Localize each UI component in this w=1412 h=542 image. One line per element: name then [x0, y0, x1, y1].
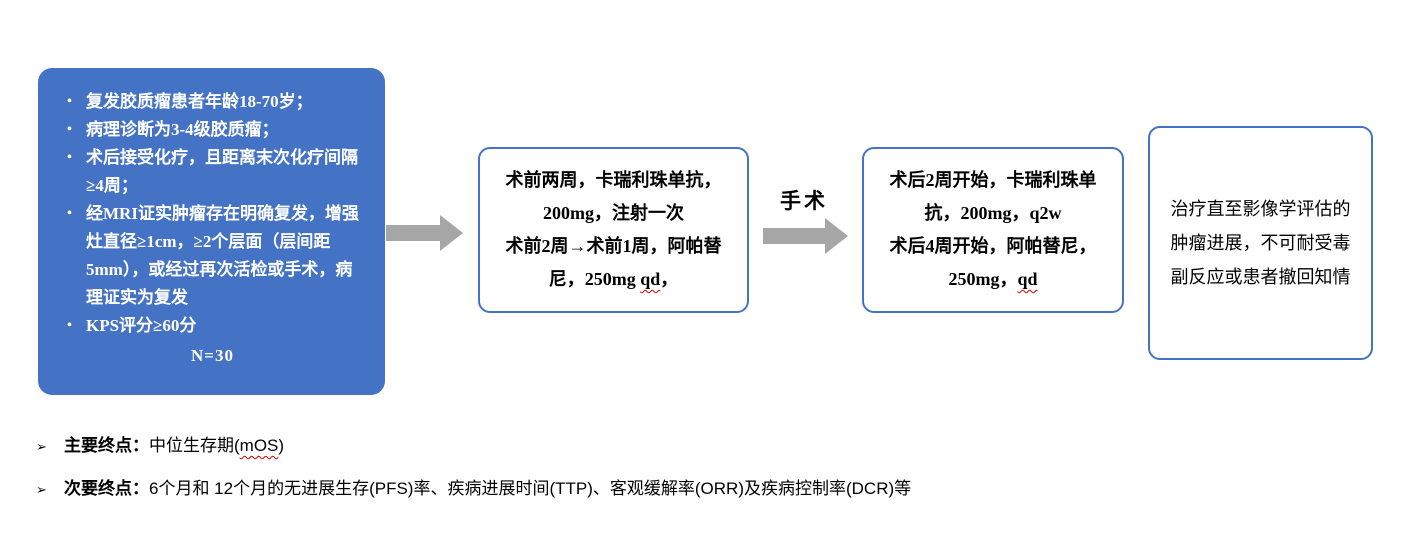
inclusion-criterion-5: • KPS评分≥60分 — [64, 312, 361, 340]
secondary-endpoint-row: ➢ 次要终点：6个月和 12个月的无进展生存(PFS)率、疾病进展时间(TTP)… — [36, 476, 911, 503]
flow-arrow-1 — [386, 215, 463, 251]
primary-endpoint: 主要终点：中位生存期(mOS) — [64, 433, 284, 459]
primary-endpoint-row: ➢ 主要终点：中位生存期(mOS) — [36, 433, 911, 460]
secondary-endpoint: 次要终点：6个月和 12个月的无进展生存(PFS)率、疾病进展时间(TTP)、客… — [64, 476, 911, 502]
inclusion-criterion-1-text: 复发胶质瘤患者年龄18-70岁； — [86, 92, 313, 111]
inclusion-criterion-1: • 复发胶质瘤患者年龄18-70岁； — [64, 88, 361, 116]
primary-endpoint-code: mOS — [239, 436, 279, 455]
continuation-box: 治疗直至影像学评估的肿瘤进展，不可耐受毒副反应或患者撤回知情 — [1148, 126, 1373, 360]
continuation-text: 治疗直至影像学评估的肿瘤进展，不可耐受毒副反应或患者撤回知情 — [1170, 199, 1351, 287]
pre-surgery-line-1: 术前两周，卡瑞利珠单抗，200mg，注射一次 — [492, 164, 735, 230]
primary-endpoint-text: 中位生存期( — [149, 436, 240, 455]
inclusion-criterion-3-text: 术后接受化疗，且距离末次化疗间隔≥4周； — [86, 148, 358, 195]
bullet-marker: • — [67, 206, 72, 221]
endpoints-section: ➢ 主要终点：中位生存期(mOS) ➢ 次要终点：6个月和 12个月的无进展生存… — [36, 433, 911, 519]
inclusion-criteria-box: • 复发胶质瘤患者年龄18-70岁； • 病理诊断为3-4级胶质瘤； • 术后接… — [38, 68, 385, 395]
bullet-marker: • — [67, 94, 72, 109]
pre-surgery-line-2: 术前2周→术前1周，阿帕替尼，250mg qd， — [492, 230, 735, 296]
primary-endpoint-close: ) — [278, 436, 285, 455]
post-surgery-line-1-text: 术后2周开始，卡瑞利珠单抗，200mg，q2w — [889, 170, 1097, 223]
inclusion-criterion-5-text: KPS评分≥60分 — [86, 316, 197, 335]
inclusion-criterion-2-text: 病理诊断为3-4级胶质瘤； — [86, 120, 279, 139]
post-surgery-treatment-box: 术后2周开始，卡瑞利珠单抗，200mg，q2w 术后4周开始，阿帕替尼，250m… — [862, 147, 1124, 313]
bullet-marker: • — [67, 318, 72, 333]
inclusion-criteria-list: • 复发胶质瘤患者年龄18-70岁； • 病理诊断为3-4级胶质瘤； • 术后接… — [64, 88, 361, 340]
arrowhead-marker: ➢ — [36, 482, 47, 497]
inclusion-criterion-2: • 病理诊断为3-4级胶质瘤； — [64, 116, 361, 144]
pre-surgery-treatment-box: 术前两周，卡瑞利珠单抗，200mg，注射一次 术前2周→术前1周，阿帕替尼，25… — [478, 147, 749, 313]
sample-size: N=30 — [191, 346, 234, 365]
post-surgery-line-2-text: 术后4周开始，阿帕替尼，250mg， — [889, 236, 1097, 289]
surgery-label: 手术 — [780, 189, 828, 213]
secondary-endpoint-label: 次要终点： — [64, 479, 149, 498]
post-surgery-line-2: 术后4周开始，阿帕替尼，250mg，qd — [876, 230, 1110, 296]
secondary-endpoint-text: 6个月和 12个月的无进展生存(PFS)率、疾病进展时间(TTP)、客观缓解率(… — [149, 479, 912, 498]
arrowhead-marker: ➢ — [36, 439, 47, 454]
inclusion-criterion-3: • 术后接受化疗，且距离末次化疗间隔≥4周； — [64, 144, 361, 200]
pre-surgery-line-2-tail: ， — [660, 269, 679, 289]
inclusion-criterion-4-text: 经MRI证实肿瘤存在明确复发，增强灶直径≥1cm，≥2个层面（层间距5mm），或… — [86, 204, 359, 307]
post-surgery-line-1: 术后2周开始，卡瑞利珠单抗，200mg，q2w — [876, 164, 1110, 230]
post-surgery-dose-code: qd — [1017, 269, 1038, 289]
pre-surgery-line-2-text: 术前2周→术前1周，阿帕替尼，250mg — [505, 236, 722, 289]
bullet-marker: • — [67, 150, 72, 165]
inclusion-criterion-4: • 经MRI证实肿瘤存在明确复发，增强灶直径≥1cm，≥2个层面（层间距5mm）… — [64, 200, 361, 312]
flow-arrow-2 — [763, 218, 848, 254]
pre-surgery-dose-code: qd — [640, 269, 661, 289]
bullet-marker: • — [67, 122, 72, 137]
primary-endpoint-label: 主要终点： — [64, 436, 149, 455]
pre-surgery-line-1-text: 术前两周，卡瑞利珠单抗，200mg，注射一次 — [505, 170, 722, 223]
